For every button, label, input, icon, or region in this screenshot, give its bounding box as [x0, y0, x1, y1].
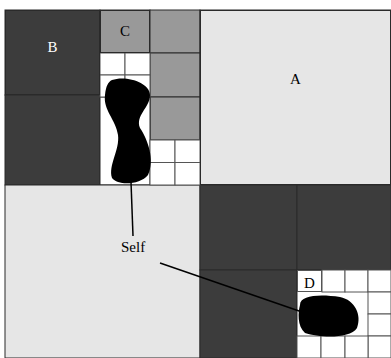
quadtree-block: D [297, 270, 322, 292]
callout-label: Self [119, 239, 147, 256]
dark-cell [200, 185, 297, 270]
block-letter: B [47, 39, 57, 94]
block-letter: A [290, 71, 301, 184]
block-letter: D [304, 275, 315, 291]
quadtree-block: B [5, 10, 100, 95]
white-cell [297, 270, 391, 358]
self-blob [299, 296, 359, 337]
quadtree-block: C [100, 10, 150, 53]
self-blob [105, 78, 151, 183]
grey-cell [150, 97, 200, 140]
block-letter: C [120, 23, 130, 52]
quadtree-block: A [200, 10, 391, 185]
leader-line [131, 182, 133, 236]
dark-cell [5, 95, 100, 185]
light-cell [5, 185, 200, 358]
dark-cell [297, 185, 391, 270]
grey-cell [150, 10, 200, 53]
dark-cell [200, 270, 297, 358]
grey-cell [150, 53, 200, 97]
grey-cell [100, 10, 150, 53]
light-cell [200, 10, 391, 185]
leader-line [160, 263, 302, 312]
dark-cell [5, 10, 100, 95]
